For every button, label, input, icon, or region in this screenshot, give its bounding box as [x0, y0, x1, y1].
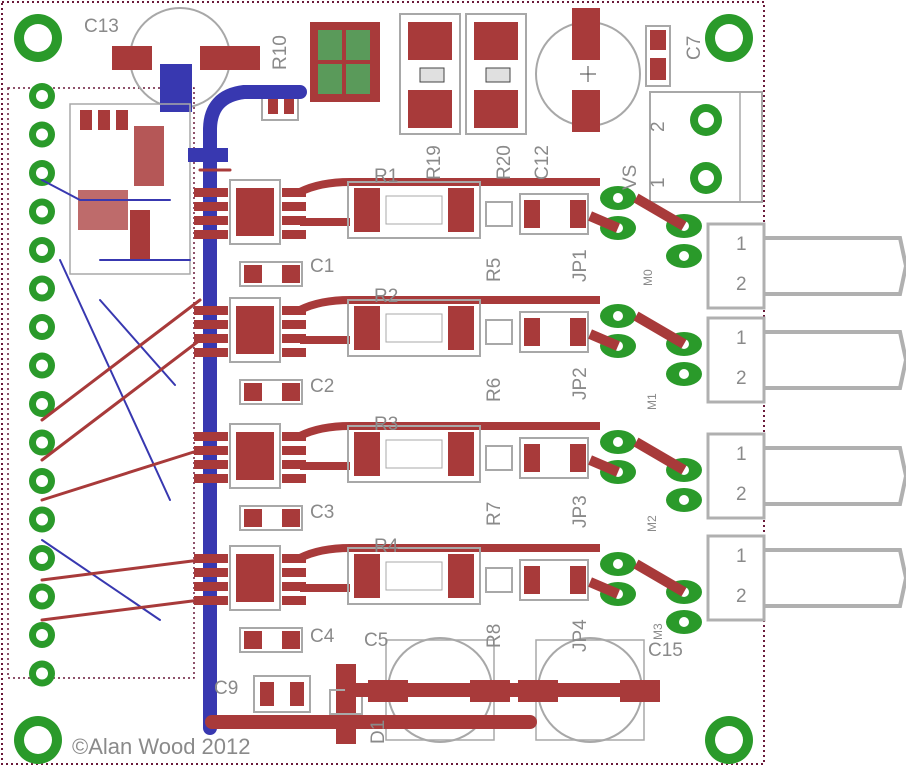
label-r7: R7: [484, 502, 505, 526]
connector-3: 12: [706, 432, 906, 520]
mounting-hole-br: [705, 716, 753, 764]
label-c12: C12: [532, 145, 553, 180]
regulator-package: [310, 22, 380, 102]
vs-terminal-block: [649, 91, 763, 203]
label-vs-pin1: 1: [648, 177, 669, 188]
label-jp3: JP3: [570, 495, 591, 528]
label-c2: C2: [310, 376, 334, 397]
channel-2: [194, 296, 702, 405]
label-r1: R1: [374, 166, 398, 187]
d1-diode: [329, 664, 363, 744]
c9-capacitor: [253, 675, 311, 713]
label-r4: R4: [374, 536, 399, 557]
label-vs-pin2: 2: [648, 121, 669, 132]
top-layer-traces: [40, 168, 232, 622]
header-pin: [29, 468, 55, 494]
label-m0: M0: [641, 269, 655, 286]
label-m3: M3: [651, 623, 665, 640]
header-pin: [29, 429, 55, 456]
label-m2: M2: [645, 515, 659, 532]
label-r10: R10: [270, 35, 291, 70]
connector-pin2-label: 2: [736, 586, 747, 607]
label-c4: C4: [310, 626, 335, 647]
ic-cluster: [69, 103, 191, 275]
header-pin: [29, 622, 55, 648]
label-r8: R8: [484, 624, 505, 648]
label-c13: C13: [84, 16, 119, 37]
connector-pin2-label: 2: [736, 484, 747, 505]
header-pin: [29, 83, 55, 109]
header-keepout: [7, 87, 195, 679]
driver-channels: [194, 178, 702, 653]
channel-3: [194, 422, 702, 531]
header-pin: [29, 545, 55, 571]
connector-pin1-label: 1: [736, 328, 747, 349]
label-r3: R3: [374, 414, 398, 435]
header-pin: [29, 506, 55, 533]
connector-pin2-label: 2: [736, 274, 747, 295]
connector-4: 12: [706, 534, 906, 622]
connector-pin1-label: 1: [736, 546, 747, 567]
label-jp2: JP2: [570, 367, 591, 400]
label-vs: VS: [620, 165, 641, 190]
connector-1: 12: [706, 222, 906, 310]
label-c9: C9: [214, 678, 238, 699]
header-pin: [29, 198, 55, 225]
channel-4: [194, 544, 702, 653]
label-m1: M1: [645, 393, 659, 410]
connector-2: 12: [706, 316, 906, 404]
label-r19: R19: [424, 145, 445, 180]
mounting-hole-bl: [14, 716, 62, 764]
label-r20: R20: [494, 145, 515, 180]
header-pin: [29, 275, 55, 302]
header-pin: [29, 583, 55, 610]
board-outline: [1, 1, 765, 765]
label-r2: R2: [374, 286, 398, 307]
label-jp1: JP1: [570, 249, 591, 282]
label-c3: C3: [310, 502, 334, 523]
mounting-hole-tr: [705, 14, 753, 62]
header-pin: [29, 160, 55, 186]
connector-pin1-label: 1: [736, 234, 747, 255]
label-r6: R6: [484, 378, 505, 402]
label-c15: C15: [648, 640, 683, 661]
ground-bus-bottom: [188, 85, 307, 735]
header-pin: [29, 352, 55, 379]
channel-1: [194, 178, 702, 287]
connector-pin2-label: 2: [736, 368, 747, 389]
header-pin: [29, 121, 55, 148]
r19-resistor: [399, 13, 461, 135]
label-c5: C5: [364, 630, 388, 651]
label-jp4: JP4: [570, 619, 591, 652]
header-pin: [29, 237, 55, 263]
label-d1: D1: [368, 720, 389, 744]
c7-capacitor: [645, 25, 671, 87]
header-pin: [29, 660, 55, 687]
connector-pin1-label: 1: [736, 444, 747, 465]
credit-text: ©Alan Wood 2012: [72, 734, 250, 759]
mounting-hole-tl: [14, 14, 62, 62]
header-pin: [29, 314, 55, 340]
c12-capacitor: [535, 8, 641, 132]
channel-labels: R1 R2 R3 R4 R5 R6 R7 R8 C1 C2 C3 C4 JP1 …: [310, 166, 665, 652]
label-r5: R5: [484, 258, 505, 282]
header-pins: [29, 83, 55, 687]
header-pin: [29, 391, 55, 417]
label-c1: C1: [310, 256, 334, 277]
bottom-layer-traces: [41, 179, 191, 621]
r20-resistor: [465, 13, 527, 135]
label-c7: C7: [684, 36, 705, 60]
